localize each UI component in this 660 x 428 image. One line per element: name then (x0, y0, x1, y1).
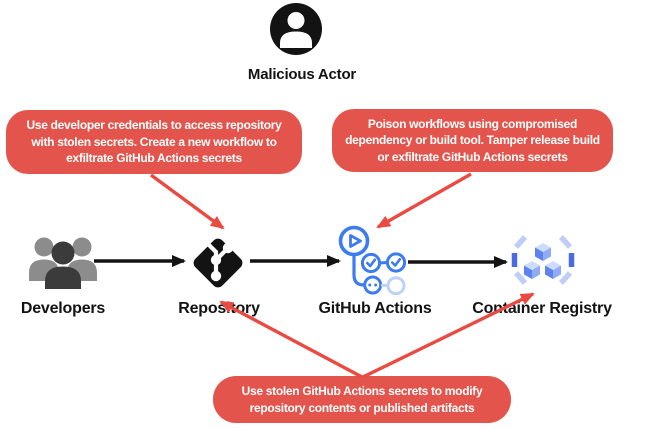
callout-left-line-1: Use developer credentials to access repo… (26, 118, 282, 133)
arrow-callout-right-to-github-actions (376, 172, 472, 229)
cube-left (524, 261, 540, 279)
callout-right-attack-workflows: Poison workflows using compromised depen… (332, 109, 613, 172)
callout-bottom-line-2: repository contents or published artifac… (249, 400, 475, 415)
cube-top (535, 243, 551, 261)
repository-label: Repository (178, 300, 260, 317)
malicious-actor-icon (270, 3, 322, 55)
callout-left-line-3: exfiltrate GitHub Actions secrets (66, 151, 242, 166)
callout-left-line-2: with stolen secrets. Create a new workfl… (31, 134, 277, 149)
callout-right-line-3: or exfiltrate GitHub Actions secrets (377, 149, 568, 164)
container-registry-cubes-icon (511, 235, 575, 285)
callout-right-line-1: Poison workflows using compromised (367, 116, 578, 131)
callout-bottom-stolen-secrets: Use stolen GitHub Actions secrets to mod… (213, 376, 511, 423)
arrow-callout-left-to-repository (149, 173, 225, 230)
callout-bottom-line-1: Use stolen GitHub Actions secrets to mod… (241, 383, 483, 398)
callout-right-line-2: dependency or build tool. Tamper release… (345, 133, 600, 148)
developers-label: Developers (20, 300, 106, 317)
people-group-icon (29, 237, 97, 289)
github-actions-workflow-icon (338, 225, 407, 296)
cube-right (545, 261, 561, 279)
git-logo-icon (193, 238, 243, 288)
person-icon (280, 12, 312, 48)
github-actions-label: GitHub Actions (318, 300, 432, 317)
callout-left-attack-repository: Use developer credentials to access repo… (6, 110, 302, 174)
malicious-actor-label: Malicious Actor (247, 66, 357, 83)
container-registry-label: Container Registry (472, 300, 612, 317)
